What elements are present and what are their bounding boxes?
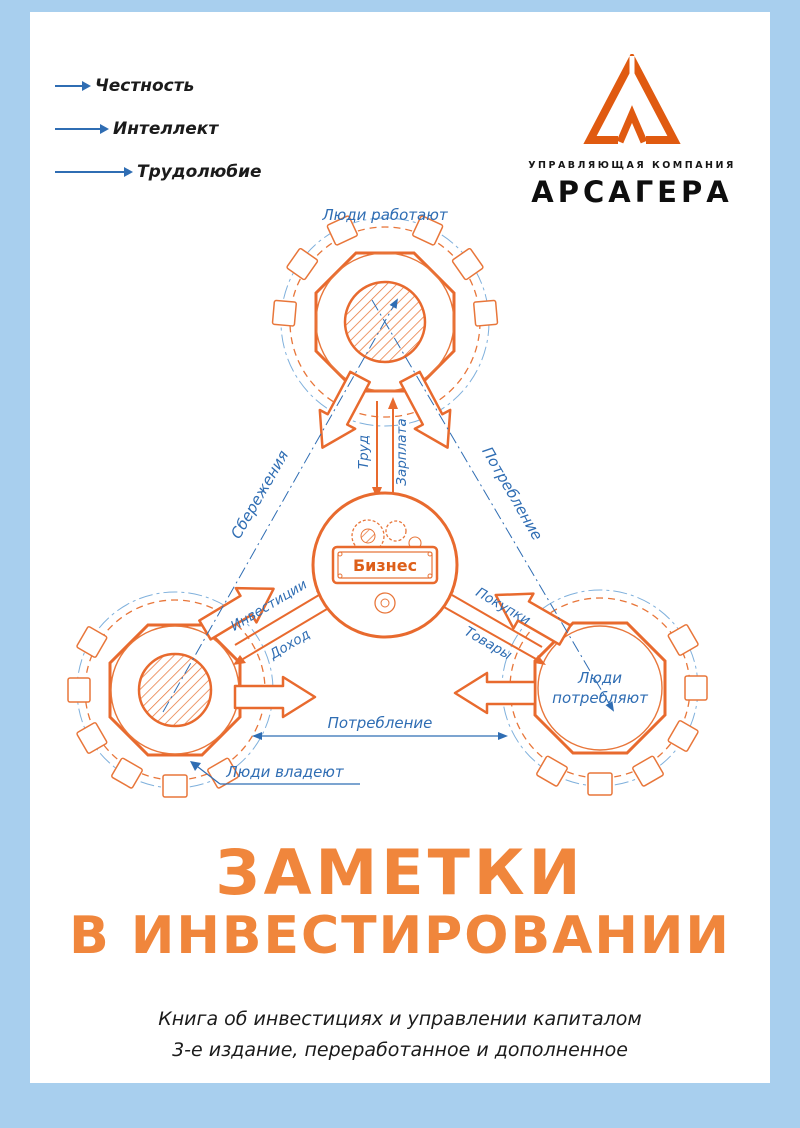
value-item-honesty: Честность: [55, 74, 262, 98]
bottom-consumption-line: [252, 732, 508, 740]
arrow-right-icon: [55, 124, 109, 134]
arsagera-logo-icon: [583, 51, 681, 146]
top-gear-label: Люди работают: [321, 206, 448, 224]
savings-edge-label: Сбережения: [227, 447, 292, 542]
subtitle-line2: 3-е издание, переработанное и дополненно…: [172, 1039, 628, 1061]
business-hub: Бизнес: [311, 491, 459, 639]
arrow-right-icon: [55, 81, 91, 91]
labor-flow-label: Труд: [356, 435, 372, 469]
economy-scheme-diagram: Бизнес Люди работают Люди владеют Люди п…: [67, 206, 708, 798]
consumers-label-line1: Люди: [577, 669, 622, 687]
value-item-intellect: Интеллект: [55, 117, 262, 141]
owners-label: Люди владеют: [225, 763, 345, 781]
salary-flow-label: Зарплата: [394, 418, 410, 485]
business-plate: [331, 545, 439, 585]
value-label: Трудолюбие: [137, 162, 262, 182]
business-label: Бизнес: [353, 556, 417, 575]
book-title-line2: В ИНВЕСТИРОВАНИИ: [69, 906, 731, 966]
company-logo: УПРАВЛЯЮЩАЯ КОМПАНИЯ АРСАГЕРА: [522, 51, 742, 209]
cover-sheet: Честность Интеллект Трудолюбие УПРАВЛЯЮЩ…: [30, 12, 770, 1083]
consumers-label-line2: потребляют: [552, 689, 649, 707]
consumption-bottom-label: Потребление: [328, 714, 433, 732]
value-label: Честность: [95, 76, 195, 96]
logo-tagline: УПРАВЛЯЮЩАЯ КОМПАНИЯ: [528, 160, 736, 171]
value-item-diligence: Трудолюбие: [55, 160, 262, 184]
triangle-centerlines: [162, 298, 615, 713]
arrow-right-icon: [55, 167, 133, 177]
consumption-edge-label: Потребление: [478, 444, 546, 544]
values-list: Честность Интеллект Трудолюбие: [55, 74, 262, 203]
logo-company-name: АРСАГЕРА: [531, 175, 733, 209]
book-title-line1: ЗАМЕТКИ: [215, 836, 585, 909]
owners-leader-line: [190, 761, 360, 785]
book-subtitle: Книга об инвестициях и управлении капита…: [30, 1004, 770, 1066]
book-title: ЗАМЕТКИ В ИНВЕСТИРОВАНИИ: [30, 836, 770, 967]
value-label: Интеллект: [113, 119, 219, 139]
gear-arms: [198, 370, 572, 719]
gear-teeth: [67, 215, 708, 798]
subtitle-line1: Книга об инвестициях и управлении капита…: [158, 1008, 642, 1030]
